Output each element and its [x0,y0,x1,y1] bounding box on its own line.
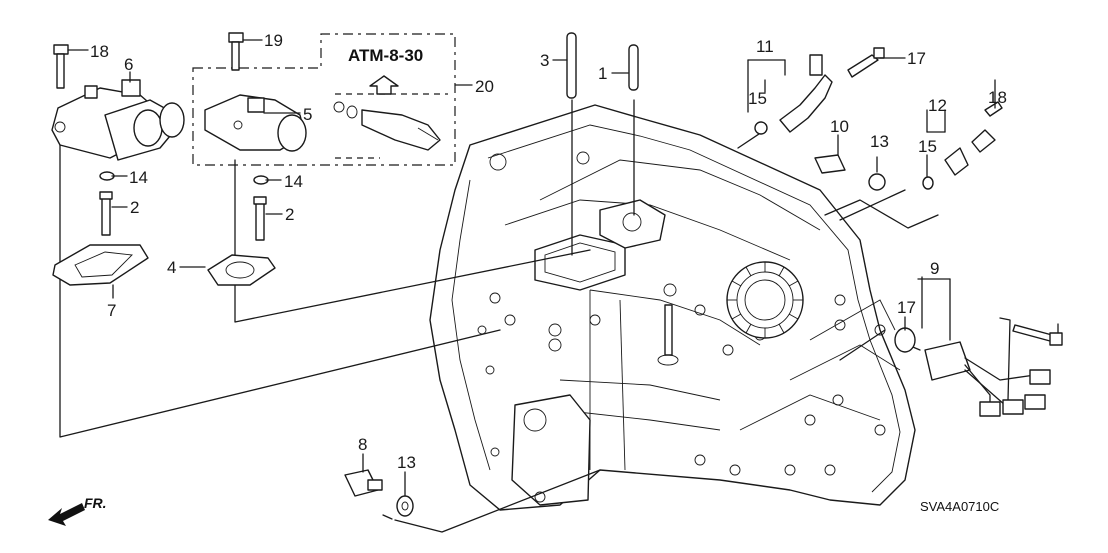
callout-18[interactable]: 18 [90,42,109,61]
lower-left-parts [52,171,276,286]
callout-4[interactable]: 5 [303,105,312,124]
callout-labels: 18 6 19 5 20 3 1 11 15 17 10 13 12 15 18… [90,31,1007,472]
callout-12[interactable]: 12 [928,96,947,115]
callout-2[interactable]: 2 [285,205,294,224]
callout-17[interactable]: 17 [907,49,926,68]
callout-6[interactable]: 6 [124,55,133,74]
callout-11[interactable]: 11 [756,37,774,56]
gear-teeth [727,262,803,338]
callout-ticks [67,39,1059,497]
callout-18[interactable]: 19 [264,31,283,50]
callout-13[interactable]: 13 [397,453,416,472]
callout-7[interactable]: 7 [107,301,116,320]
callout-15[interactable]: 15 [918,137,937,156]
front-label: FR. [84,495,107,511]
callout-14[interactable]: 14 [284,172,303,191]
reference-box-20 [192,33,473,166]
callout-3[interactable]: 3 [540,51,549,70]
bolt-18-mid [228,32,244,71]
callout-17[interactable]: 18 [988,88,1007,107]
transmission-case [429,104,916,511]
front-direction-indicator: FR. [48,495,107,526]
callout-13[interactable]: 13 [870,132,889,151]
reference-label[interactable]: ATM-8-30 [348,46,423,65]
callout-16[interactable]: 17 [897,298,916,317]
double-solenoid-6 [51,79,185,161]
switch-9-group [344,469,414,517]
front-arrow-icon [48,503,85,526]
callout-15[interactable]: 15 [748,89,767,108]
callout-1[interactable]: 1 [598,64,607,83]
bolt-18-left [53,44,69,89]
callout-9[interactable]: 8 [358,435,367,454]
harness-8-group [894,324,1063,417]
callout-20[interactable]: 20 [475,77,494,96]
callout-10[interactable]: 10 [830,117,849,136]
sensor-11-group [754,47,1003,191]
pins [566,32,639,99]
callout-14[interactable]: 14 [129,168,148,187]
callout-8[interactable]: 9 [930,259,939,278]
callout-5[interactable]: 4 [167,258,176,277]
diagram-code: SVA4A0710C [920,499,999,514]
callout-2[interactable]: 2 [130,198,139,217]
